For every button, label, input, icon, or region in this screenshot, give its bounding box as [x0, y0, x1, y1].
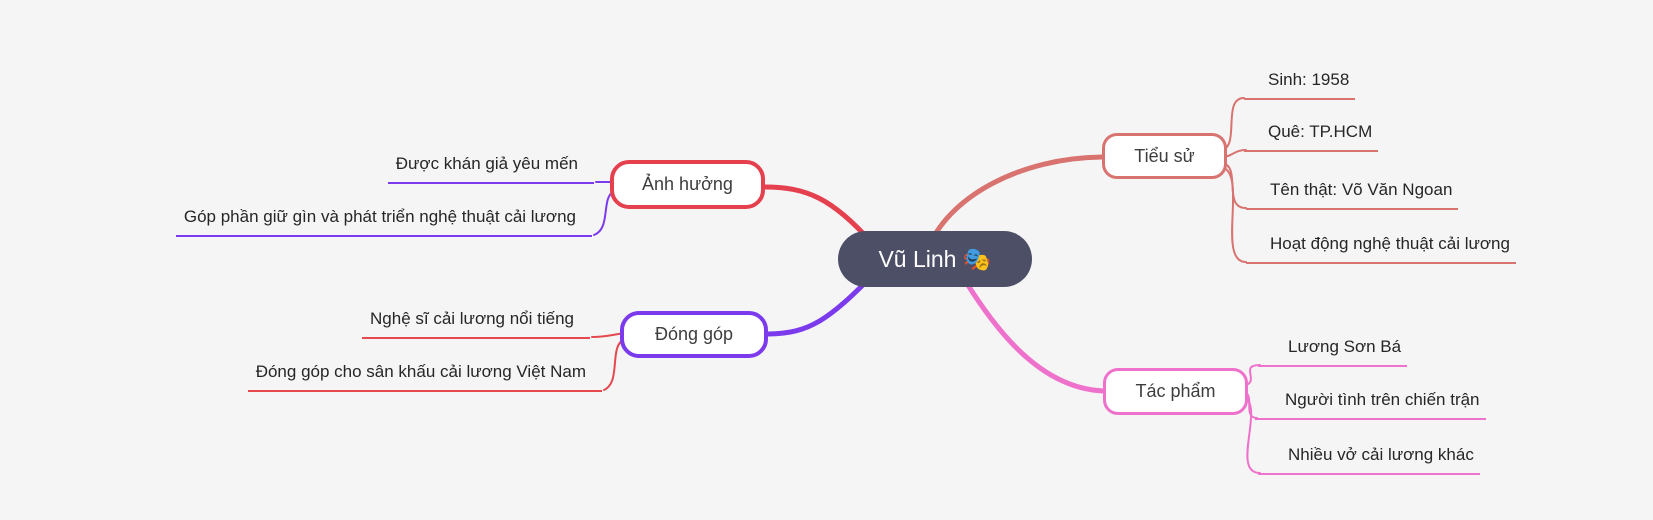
- leaf-node-khan-gia[interactable]: Được khán giả yêu mến: [387, 152, 594, 184]
- branch-node-dong-gop[interactable]: Đóng góp: [620, 311, 768, 358]
- branch-node-tac-pham[interactable]: Tác phẩm: [1103, 368, 1248, 415]
- connector-root-tac-pham: [963, 279, 1106, 394]
- connector-root-tieu-su: [927, 154, 1105, 247]
- leaf-node-luong-son-ba[interactable]: Lương Sơn Bá: [1258, 335, 1408, 367]
- leaf-node-ten-that[interactable]: Tên thật: Võ Văn Ngoan: [1246, 178, 1459, 210]
- leaf-node-nguoi-tinh[interactable]: Người tình trên chiến trận: [1255, 388, 1486, 420]
- leaf-node-hoat-dong[interactable]: Hoạt động nghệ thuật cải lương: [1246, 232, 1516, 264]
- connector-root-anh-huong: [762, 184, 875, 246]
- leaf-node-nghe-si[interactable]: Nghệ sĩ cải lương nổi tiếng: [362, 307, 590, 339]
- connector-root-dong-gop: [765, 273, 875, 337]
- root-node[interactable]: Vũ Linh 🎭: [838, 231, 1032, 287]
- leaf-node-sinh[interactable]: Sinh: 1958: [1244, 68, 1356, 100]
- leaf-node-gop-phan[interactable]: Góp phần giữ gìn và phát triển nghệ thuậ…: [175, 205, 592, 237]
- branch-node-tieu-su[interactable]: Tiểu sử: [1102, 133, 1227, 179]
- leaf-node-nhieu-vo[interactable]: Nhiều vở cải lương khác: [1258, 443, 1480, 475]
- connector-child: [1242, 396, 1261, 474]
- connector-child: [1221, 166, 1247, 263]
- leaf-node-que[interactable]: Quê: TP.HCM: [1244, 120, 1379, 152]
- branch-node-anh-huong[interactable]: Ảnh hưởng: [610, 160, 765, 209]
- leaf-node-san-khau[interactable]: Đóng góp cho sân khấu cải lương Việt Nam: [247, 360, 602, 392]
